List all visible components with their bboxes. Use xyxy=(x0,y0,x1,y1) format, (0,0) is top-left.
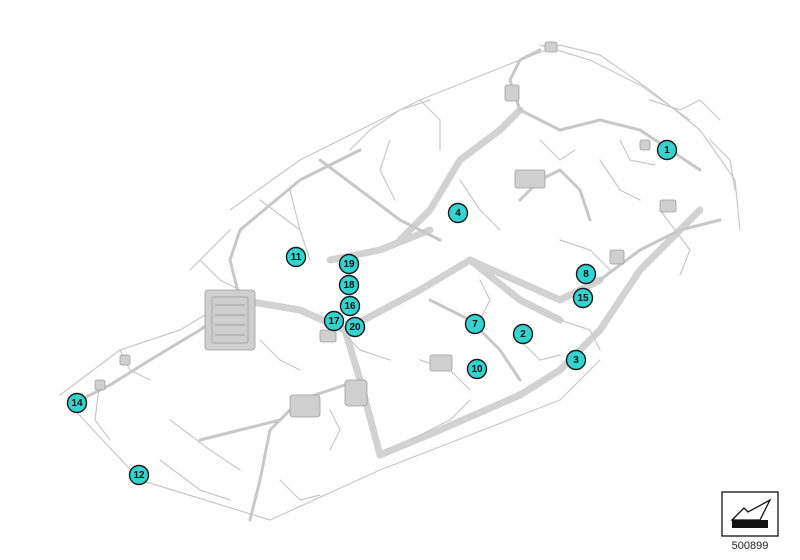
callout-11: 11 xyxy=(285,246,307,268)
wiring-harness-drawing xyxy=(59,44,741,522)
callout-17: 17 xyxy=(323,310,345,332)
callout-label: 20 xyxy=(349,322,361,333)
callout-15: 15 xyxy=(572,287,594,309)
callout-label: 14 xyxy=(71,398,83,409)
callout-circle xyxy=(572,287,594,309)
callout-circle xyxy=(575,263,597,285)
callout-label: 7 xyxy=(472,319,478,330)
callout-circle xyxy=(338,253,360,275)
callout-8: 8 xyxy=(575,263,597,285)
callout-circle xyxy=(464,313,486,335)
callout-label: 16 xyxy=(344,301,356,312)
callout-circle xyxy=(128,464,150,486)
callout-10: 10 xyxy=(466,358,488,380)
callout-7: 7 xyxy=(464,313,486,335)
callout-label: 11 xyxy=(291,252,302,263)
callout-label: 19 xyxy=(343,259,355,270)
callout-19: 19 xyxy=(338,253,360,275)
callout-circle xyxy=(339,295,361,317)
callout-label: 18 xyxy=(343,280,355,291)
callout-circle xyxy=(285,246,307,268)
callout-16: 16 xyxy=(339,295,361,317)
arrow-stamp-icon xyxy=(721,491,779,537)
callout-circle xyxy=(565,349,587,371)
callout-12: 12 xyxy=(128,464,150,486)
callout-label: 2 xyxy=(520,329,526,340)
callout-3: 3 xyxy=(565,349,587,371)
callout-4: 4 xyxy=(447,202,469,224)
callout-circle xyxy=(656,139,678,161)
callout-18: 18 xyxy=(338,274,360,296)
callout-circle xyxy=(338,274,360,296)
callout-circle xyxy=(66,392,88,414)
reference-number: 500899 xyxy=(731,540,769,552)
callout-14: 14 xyxy=(66,392,88,414)
callout-circle xyxy=(466,358,488,380)
callout-label: 8 xyxy=(583,269,589,280)
callout-label: 1 xyxy=(664,145,670,156)
callout-2: 2 xyxy=(512,323,534,345)
callout-circle xyxy=(323,310,345,332)
callout-circle xyxy=(344,316,366,338)
callout-circle xyxy=(512,323,534,345)
callout-label: 15 xyxy=(577,293,589,304)
callout-label: 12 xyxy=(133,470,145,481)
callout-label: 3 xyxy=(573,355,579,366)
callout-label: 17 xyxy=(328,316,340,327)
callout-circle xyxy=(447,202,469,224)
callout-1: 1 xyxy=(656,139,678,161)
callout-label: 4 xyxy=(455,208,461,219)
component-cluster xyxy=(94,41,677,418)
callout-20: 20 xyxy=(344,316,366,338)
callout-label: 10 xyxy=(471,364,483,375)
